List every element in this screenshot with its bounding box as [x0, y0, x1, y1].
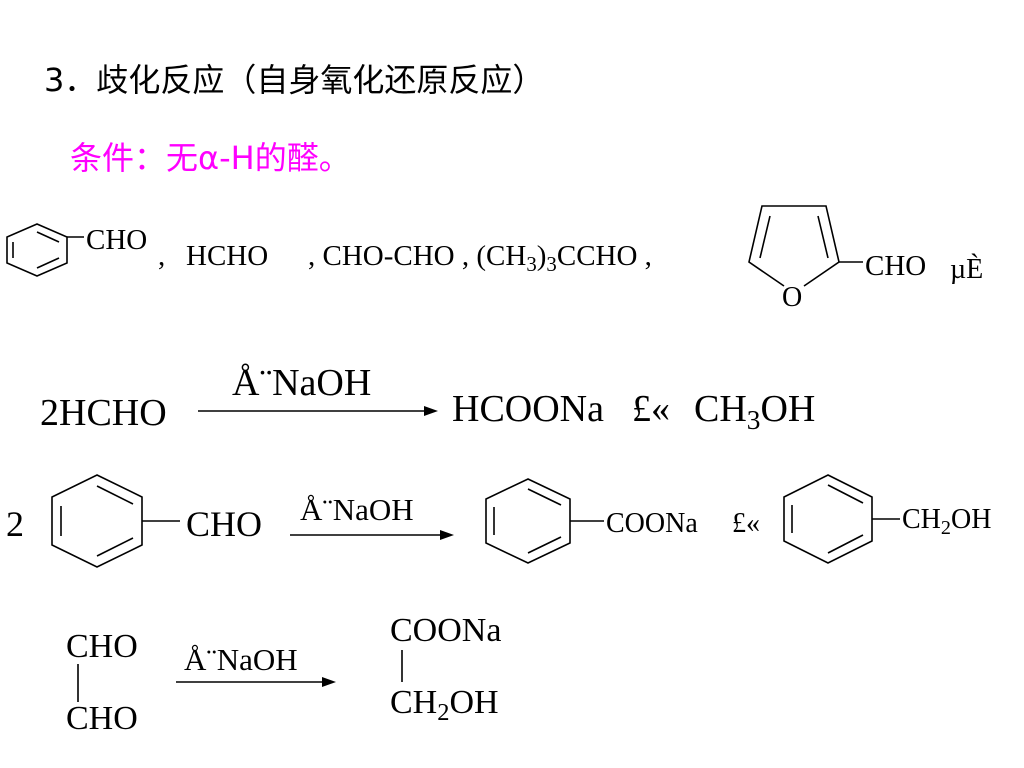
reaction2-product-a-label: COONa: [606, 508, 698, 539]
reaction2-arrow: [290, 530, 454, 540]
formaldehyde-label: HCHO: [186, 240, 269, 272]
reaction2-product-ring-a: [485, 478, 571, 564]
reaction1-product-b: CH3OH: [694, 388, 816, 433]
reaction3-product-top: COONa: [390, 612, 502, 649]
slide-heading: 3．歧化反应（自身氧化还原反应）: [44, 61, 545, 99]
glyoxal-text: , CHO-CHO , (CH: [308, 240, 527, 272]
other-aldehydes-text: , CHO-CHO , (CH3)3CCHO ,: [308, 240, 652, 275]
furan-ring: [748, 205, 840, 287]
reaction1-arrow: [198, 406, 438, 416]
benzaldehyde-ring: [6, 223, 68, 277]
reaction3-reactant-top: CHO: [66, 628, 138, 665]
subscript: 3: [746, 404, 761, 435]
glycolate-oh: OH: [449, 684, 499, 721]
reaction1-reactant: 2HCHO: [40, 392, 167, 434]
reaction2-product-ring-b: [783, 474, 873, 564]
paren-text: ): [536, 240, 547, 272]
reaction2-plus: £«: [732, 508, 760, 539]
benzaldehyde-label: CHO: [86, 224, 148, 256]
reaction3-product-bottom: CH2OH: [390, 684, 499, 725]
condition-text: 条件：无α-H的醛。: [70, 139, 351, 177]
reaction2-reagent: Å¨NaOH: [300, 492, 414, 527]
reaction2-product-b-label: CH2OH: [902, 504, 992, 538]
subscript: 3: [526, 251, 537, 276]
benzyl-oh: OH: [950, 504, 992, 535]
reaction1-product-a: HCOONa: [452, 388, 604, 430]
furfural-label: CHO: [865, 250, 927, 282]
subscript: 3: [546, 251, 557, 276]
glycolate-ch: CH: [390, 684, 438, 721]
reaction3-arrow: [176, 677, 336, 687]
reaction1-plus: £«: [632, 388, 670, 430]
subscript: 2: [940, 516, 951, 539]
reaction3-reagent: Å¨NaOH: [184, 642, 298, 677]
reaction1-reagent: Å¨NaOH: [232, 362, 372, 404]
furan-oxygen-label: O: [782, 282, 803, 313]
reaction2-reactant-ring: [51, 474, 143, 568]
etc-text: µÈ: [950, 254, 984, 285]
subscript: 2: [437, 698, 450, 726]
methanol-ch: CH: [694, 388, 747, 430]
reaction2-coefficient: 2: [6, 504, 24, 544]
pivaldehyde-text: CCHO ,: [556, 240, 652, 272]
methanol-oh: OH: [760, 388, 816, 430]
reaction2-reactant-label: CHO: [186, 504, 263, 544]
reaction3-reactant-bottom: CHO: [66, 700, 138, 737]
benzyl-ch: CH: [902, 504, 941, 535]
example-separator: ,: [158, 240, 166, 272]
